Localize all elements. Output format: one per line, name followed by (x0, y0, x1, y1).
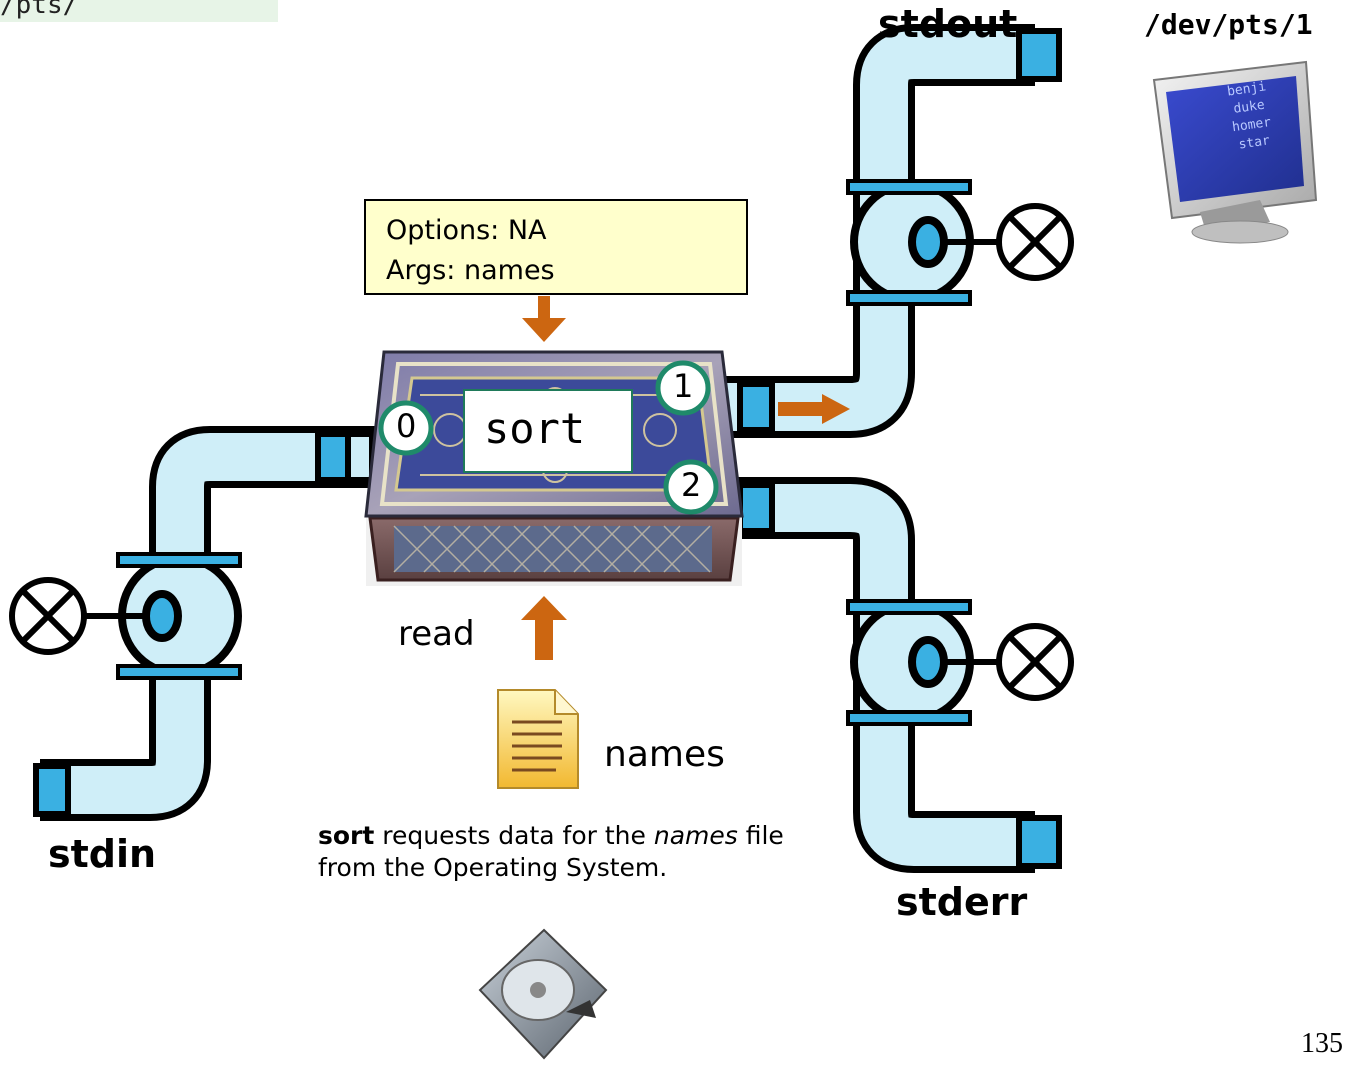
page-number: 135 (1301, 1028, 1343, 1059)
fd-1-label: 1 (673, 367, 694, 405)
read-label: read (398, 614, 475, 654)
stdout-flow-arrow (778, 394, 850, 424)
stderr-label: stderr (896, 880, 1028, 924)
terminal-device-label: /dev/pts/1 (1144, 8, 1313, 41)
fd-2-label: 2 (681, 466, 702, 504)
fd-0-label: 0 (396, 407, 417, 445)
description-part2: file from the Operating System. (318, 821, 784, 882)
file-icon (497, 689, 579, 789)
command-box (364, 350, 744, 586)
stdin-label: stdin (48, 832, 157, 876)
description-text: sort requests data for the names file fr… (318, 820, 818, 884)
terminal-screen-text: benji duke homer star (1196, 74, 1305, 159)
read-up-arrow (521, 596, 567, 660)
terminal-monitor-icon (1152, 60, 1318, 244)
options-box: Options: NA Args: names (364, 199, 748, 295)
stdout-label: stdout (878, 2, 1018, 46)
hard-disk-icon (478, 928, 608, 1060)
stdout-valve (846, 179, 1074, 306)
file-name-label: names (604, 734, 725, 775)
command-name: sort (484, 404, 586, 453)
fd-1-badge (655, 360, 711, 416)
stdin-valve (9, 552, 242, 680)
fd-0-badge (378, 400, 434, 456)
stderr-valve (846, 599, 1074, 726)
description-part1: requests data for the (374, 821, 654, 850)
options-line: Options: NA (386, 215, 547, 246)
command-header-text: /pts/ (0, 0, 79, 20)
description-file: names (653, 821, 738, 850)
options-down-arrow (522, 296, 566, 342)
fd-2-badge (663, 459, 719, 515)
description-command: sort (318, 821, 375, 850)
args-line: Args: names (386, 255, 555, 286)
command-header-strip: /pts/ (0, 0, 278, 22)
